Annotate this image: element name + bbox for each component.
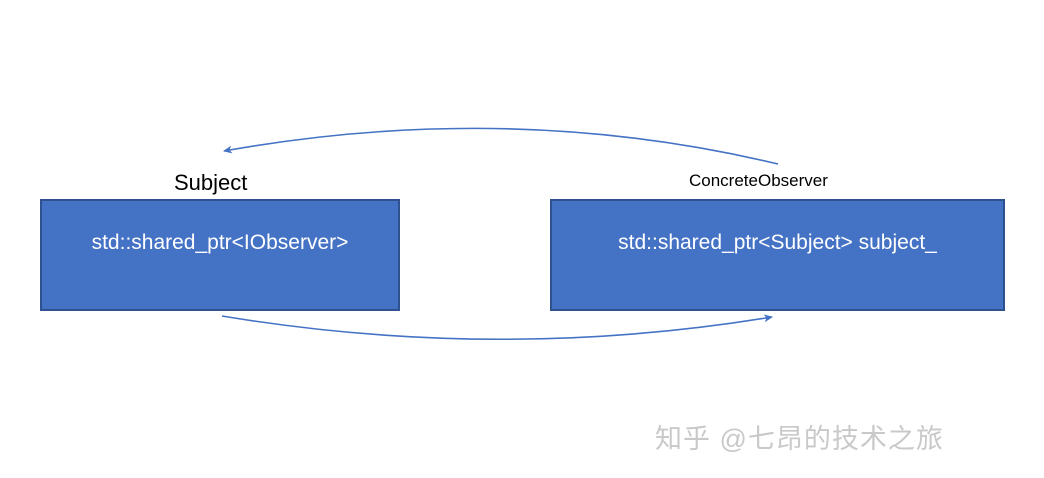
subject-node-body: std::shared_ptr<IObserver> <box>91 231 349 254</box>
subject-node-title: Subject <box>174 170 248 195</box>
concrete-observer-node-box: std::shared_ptr<Subject> subject_ <box>550 199 1005 311</box>
zhihu-watermark: 知乎 @七昂的技术之旅 <box>655 424 944 454</box>
concrete-observer-node-body: std::shared_ptr<Subject> subject_ <box>618 231 937 254</box>
subject-node-box: std::shared_ptr<IObserver> <box>40 199 400 311</box>
bottom-arrow <box>221 314 773 341</box>
top-arrow <box>223 127 779 165</box>
concrete-observer-node-title: ConcreteObserver <box>689 171 828 190</box>
